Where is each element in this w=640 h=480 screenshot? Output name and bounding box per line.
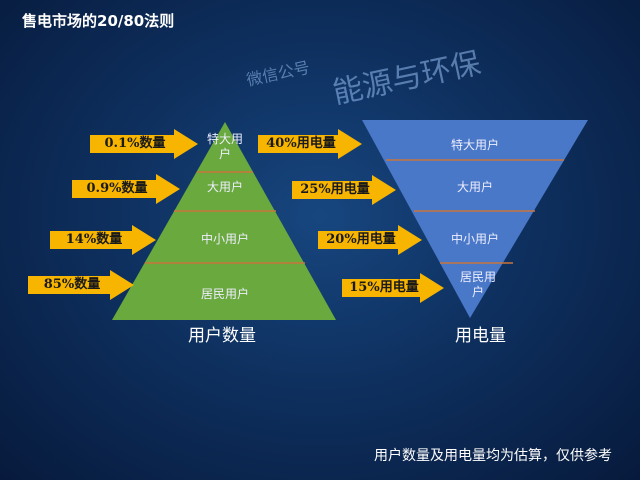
funnel-caption: 用电量	[455, 326, 506, 346]
power-usage-funnel	[362, 120, 588, 318]
tier-label: 居民用户	[200, 287, 249, 301]
usage-arrow: 15%用电量	[342, 273, 444, 303]
pyramid-caption: 用户数量	[188, 326, 256, 346]
count-arrow: 0.9%数量	[72, 174, 180, 204]
tier-label: 居民用户	[459, 270, 496, 299]
usage-arrow: 20%用电量	[318, 225, 422, 255]
count-arrow: 14%数量	[50, 225, 156, 255]
tier-label: 中小用户	[450, 232, 499, 246]
tier-label: 大用户	[456, 180, 493, 194]
tier-label: 特大用户	[206, 132, 243, 161]
count-arrow: 0.1%数量	[90, 129, 198, 159]
footnote: 用户数量及用电量均为估算，仅供参考	[374, 448, 612, 464]
user-count-pyramid	[112, 122, 336, 320]
tier-label: 特大用户	[450, 138, 499, 152]
slide-title: 售电市场的20/80法则	[22, 12, 175, 30]
tier-label: 中小用户	[200, 232, 249, 246]
usage-arrow: 25%用电量	[292, 175, 396, 205]
usage-arrow: 40%用电量	[258, 129, 362, 159]
tier-label: 大用户	[206, 180, 243, 194]
count-arrow: 85%数量	[28, 270, 134, 300]
